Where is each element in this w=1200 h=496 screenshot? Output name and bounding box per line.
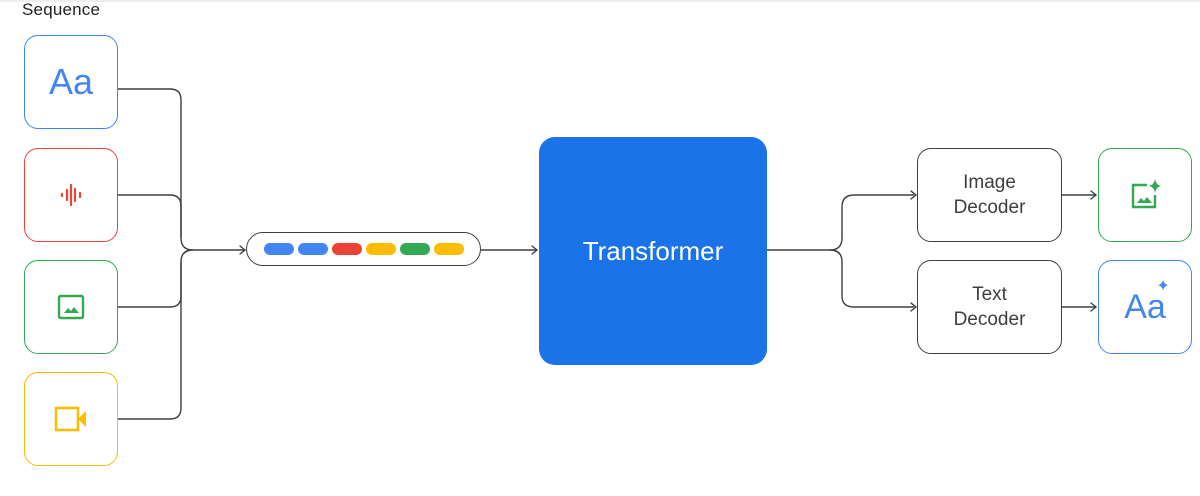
input-video-box	[24, 372, 118, 466]
transformer-block: Transformer	[539, 137, 767, 365]
connector-audio	[118, 194, 182, 238]
text-icon: Aa	[48, 61, 94, 102]
text-sparkle-icon: Aa ✦	[1124, 278, 1170, 327]
output-text-box: Aa ✦	[1098, 260, 1192, 354]
token-sequence	[246, 232, 481, 266]
text-decoder-box: Text Decoder	[917, 260, 1062, 354]
arrowhead-seq	[239, 245, 247, 255]
top-divider	[0, 0, 1200, 2]
token-pill	[433, 243, 464, 255]
diagram-title: Sequence	[22, 0, 101, 19]
token-pill	[365, 243, 396, 255]
input-audio-box	[24, 148, 118, 242]
audio-waveform-icon	[60, 183, 82, 207]
connector-transformer-decoders	[767, 194, 914, 251]
text-decoder-label-line2: Decoder	[953, 309, 1026, 330]
token-pill	[297, 243, 328, 255]
arrowhead-text-decoder	[910, 302, 918, 312]
sparkle-icon: ✦	[1156, 277, 1170, 295]
connector-transformer-text-decoder	[829, 249, 914, 308]
connector-image	[118, 249, 194, 308]
image-icon	[57, 294, 85, 320]
image-sparkle-icon	[1131, 179, 1161, 209]
token-pill	[263, 243, 294, 255]
arrowhead-text-output	[1090, 302, 1098, 312]
input-image-box	[24, 260, 118, 354]
input-text-box: Aa	[24, 35, 118, 129]
arrowhead-image-output	[1090, 190, 1098, 200]
token-pill	[399, 243, 430, 255]
connector-video	[118, 262, 182, 420]
image-decoder-label-line1: Image	[963, 172, 1016, 193]
arrowhead-image-decoder	[910, 190, 918, 200]
text-decoder-label-line1: Text	[972, 284, 1007, 305]
connector-text	[118, 88, 244, 251]
token-pill	[331, 243, 362, 255]
output-text-label: Aa	[1124, 287, 1166, 326]
video-camera-icon	[54, 406, 86, 432]
image-decoder-label-line2: Decoder	[953, 197, 1026, 218]
arrowhead-transformer	[531, 245, 539, 255]
transformer-label: Transformer	[582, 235, 724, 266]
image-decoder-box: Image Decoder	[917, 148, 1062, 242]
output-image-box	[1098, 148, 1192, 242]
